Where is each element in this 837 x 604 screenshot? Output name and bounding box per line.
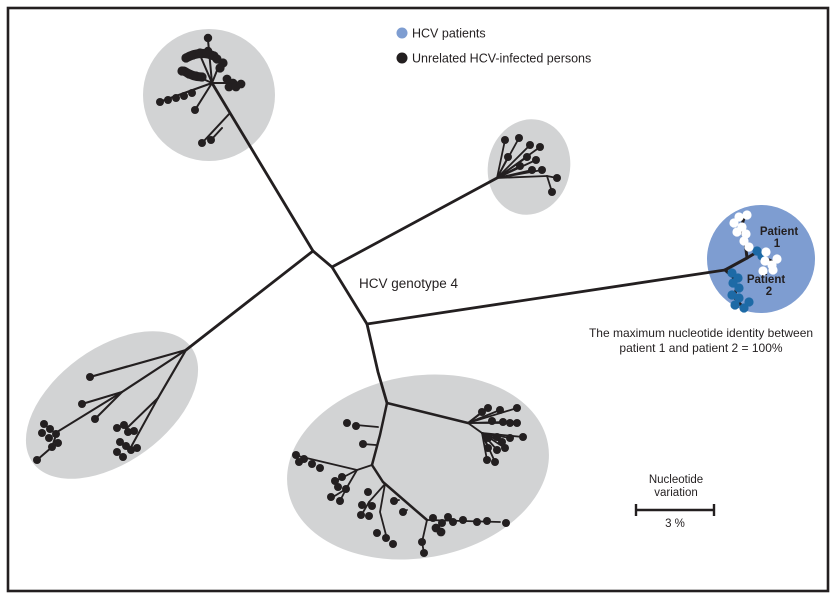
cluster-left xyxy=(36,348,188,461)
cluster-bottom-shape xyxy=(287,374,549,560)
cluster-bottom-dots xyxy=(292,404,527,557)
cluster-left-shape xyxy=(25,331,199,479)
patient2-label-line2: 2 xyxy=(766,286,772,298)
scale-bar-label-line1: Nucleotide xyxy=(649,474,703,486)
cluster-left-dots xyxy=(33,373,141,464)
legend-swatch-hcv-patients xyxy=(396,27,408,39)
legend-label-hcv-patients: HCV patients xyxy=(412,27,486,41)
identity-annotation-line1: The maximum nucleotide identity between xyxy=(589,326,813,340)
legend-swatch-unrelated xyxy=(396,52,408,64)
patient2-dots xyxy=(727,246,767,313)
patient2-label-line1: Patient xyxy=(747,274,786,286)
identity-annotation-line2: patient 1 and patient 2 = 100% xyxy=(619,341,782,355)
cluster-top-right-dots xyxy=(501,134,561,196)
scale-bar-line xyxy=(634,504,716,516)
patient1-label-line1: Patient xyxy=(760,226,799,238)
scale-bar-value: 3 % xyxy=(665,518,685,530)
figure-frame-border xyxy=(6,6,830,593)
patient1-label: Patient 1 xyxy=(760,226,799,250)
scale-bar-label-line2: variation xyxy=(654,487,697,499)
patient1-label-line2: 1 xyxy=(774,238,781,250)
identity-annotation: The maximum nucleotide identity between … xyxy=(589,326,813,355)
legend-label-unrelated: Unrelated HCV-infected persons xyxy=(412,52,591,66)
cluster-top-left-shape xyxy=(143,29,275,161)
scale-bar: Nucleotide variation 3 % xyxy=(634,474,716,530)
center-genotype-label: HCV genotype 4 xyxy=(359,276,459,291)
tree-main-branches xyxy=(184,81,727,405)
legend: HCV patients Unrelated HCV-infected pers… xyxy=(396,27,591,66)
cluster-top-left-dots xyxy=(156,33,246,147)
cluster-top-right-shape xyxy=(487,119,571,215)
patient1-dots xyxy=(729,210,782,276)
patient2-label: Patient 2 xyxy=(747,274,786,298)
